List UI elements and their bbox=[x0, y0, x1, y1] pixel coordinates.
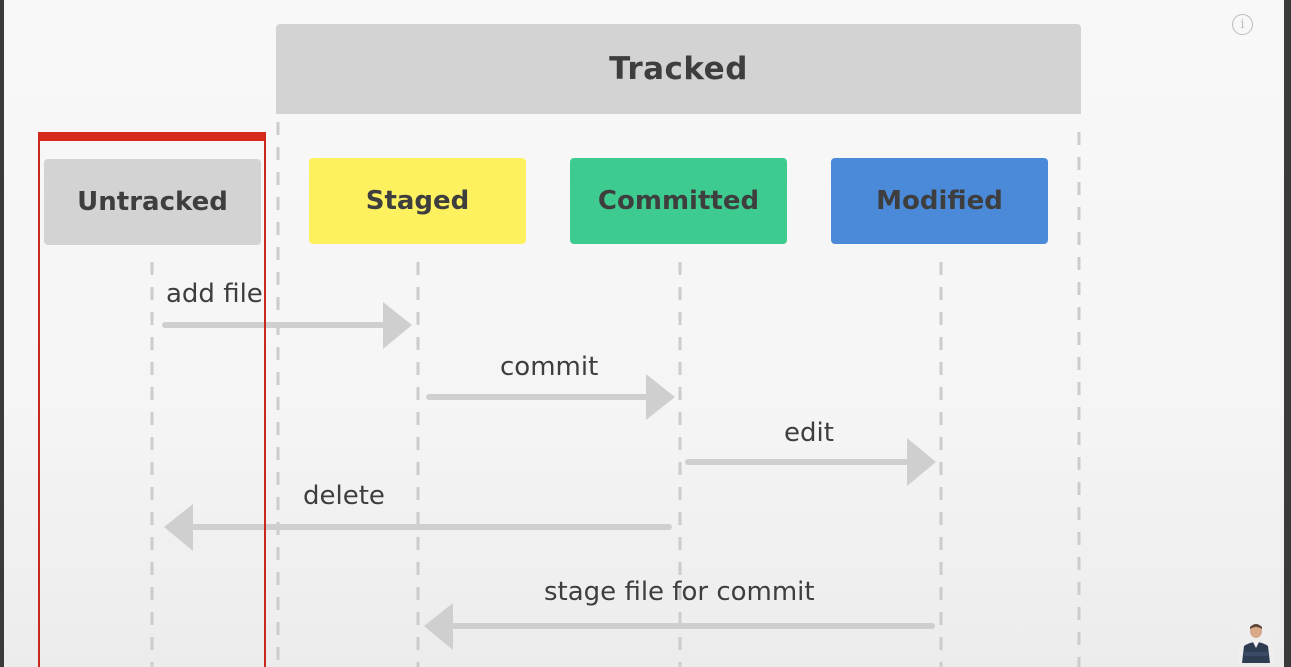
label-edit: edit bbox=[784, 418, 834, 448]
state-staged: Staged bbox=[309, 158, 526, 244]
state-staged-label: Staged bbox=[365, 186, 470, 216]
label-stage-file: stage file for commit bbox=[544, 577, 815, 607]
state-committed-label: Committed bbox=[597, 186, 760, 216]
arrow-commit-head bbox=[646, 374, 675, 420]
tracked-title: Tracked bbox=[609, 51, 748, 87]
state-untracked: Untracked bbox=[44, 159, 261, 245]
state-modified: Modified bbox=[831, 158, 1048, 244]
label-add-file: add file bbox=[166, 279, 263, 309]
info-glyph: i bbox=[1240, 17, 1245, 32]
arrow-edit-head bbox=[907, 438, 936, 486]
presenter-avatar bbox=[1238, 618, 1274, 663]
arrow-add-file-head bbox=[383, 302, 412, 349]
lifeline-svg bbox=[150, 122, 1081, 667]
state-committed: Committed bbox=[570, 158, 787, 244]
label-commit: commit bbox=[500, 352, 599, 382]
arrow-stage-head bbox=[424, 603, 453, 650]
state-untracked-label: Untracked bbox=[77, 187, 228, 217]
tracked-header: Tracked bbox=[276, 24, 1081, 114]
arrow-delete-head bbox=[164, 504, 193, 551]
state-modified-label: Modified bbox=[876, 186, 1003, 216]
untracked-highlight-frame bbox=[38, 132, 266, 667]
info-icon[interactable]: i bbox=[1232, 14, 1253, 35]
diagram-slide: Tracked Untracked Staged Commi bbox=[4, 0, 1284, 667]
label-delete: delete bbox=[303, 481, 385, 511]
